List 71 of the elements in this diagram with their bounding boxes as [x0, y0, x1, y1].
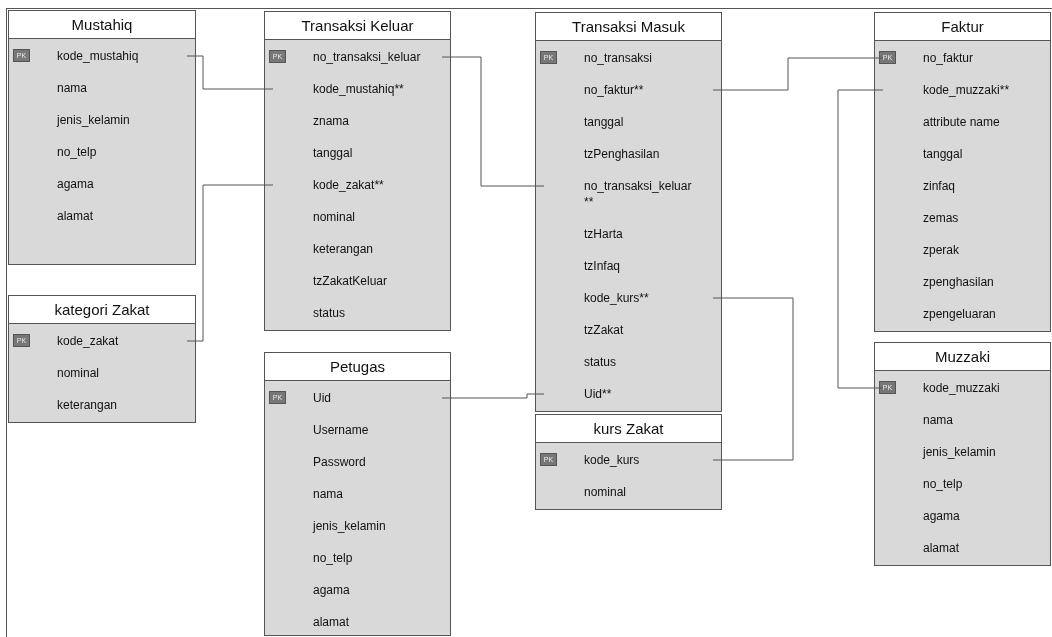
- attribute-name: kode_kurs**: [584, 290, 649, 306]
- attribute-name: no_telp: [313, 550, 353, 566]
- attribute-name: kode_mustahiq**: [313, 81, 404, 97]
- attribute-name: Uid: [313, 390, 331, 406]
- attribute-name: tzPenghasilan: [584, 146, 660, 162]
- attribute-name: alamat: [313, 614, 350, 630]
- attribute-name: no_faktur**: [584, 82, 644, 98]
- attribute-name: tanggal: [313, 145, 353, 161]
- attribute-name: zemas: [923, 210, 959, 226]
- attribute-name: no_telp: [923, 476, 963, 492]
- attribute-name: jenis_kelamin: [57, 112, 130, 128]
- attribute-name: jenis_kelamin: [923, 444, 996, 460]
- attribute-name: tzInfaq: [584, 258, 621, 274]
- entity-table: [535, 414, 722, 510]
- attribute-name: alamat: [923, 540, 960, 556]
- attribute-name: tzHarta: [584, 226, 623, 242]
- attribute-name: no_transaksi: [584, 50, 653, 66]
- attribute-name: keterangan: [57, 397, 118, 413]
- attribute-name: status: [584, 354, 616, 370]
- entity-title: Transaksi Masuk: [536, 13, 721, 41]
- attribute-name: nama: [57, 80, 88, 96]
- entity-title: Transaksi Keluar: [265, 12, 450, 40]
- attribute-name: kode_zakat: [57, 333, 119, 349]
- attribute-name: nominal: [57, 365, 100, 381]
- relationship-line: [441, 56, 545, 187]
- relationship-line: [712, 297, 794, 461]
- attribute-name: tzZakatKeluar: [313, 273, 388, 289]
- attribute-name: kode_zakat**: [313, 177, 384, 193]
- attribute-name: Uid**: [584, 386, 612, 402]
- attribute-name: no_transaksi_keluar: [313, 49, 421, 65]
- attribute-name: znama: [313, 113, 350, 129]
- relationship-line: [712, 57, 884, 91]
- attribute-name: tzZakat: [584, 322, 624, 338]
- attribute-name: keterangan: [313, 241, 374, 257]
- attribute-name: nama: [313, 486, 344, 502]
- relationship-line: [186, 55, 274, 90]
- attribute-name: kode_mustahiq: [57, 48, 139, 64]
- attribute-name: zpengeluaran: [923, 306, 996, 322]
- entity-title: kategori Zakat: [9, 296, 195, 324]
- attribute-name: agama: [923, 508, 960, 524]
- attribute-name: zpenghasilan: [923, 274, 994, 290]
- attribute-name: no_transaksi_keluar **: [584, 178, 693, 210]
- attribute-name: jenis_kelamin: [313, 518, 386, 534]
- attribute-name: agama: [313, 582, 350, 598]
- attribute-name: agama: [57, 176, 94, 192]
- entity-title: Faktur: [875, 13, 1050, 41]
- attribute-name: tanggal: [584, 114, 624, 130]
- attribute-name: no_telp: [57, 144, 97, 160]
- attribute-name: nominal: [584, 484, 627, 500]
- attribute-name: zinfaq: [923, 178, 956, 194]
- attribute-name: zperak: [923, 242, 960, 258]
- attribute-name: kode_kurs: [584, 452, 640, 468]
- attribute-name: attribute name: [923, 114, 1000, 130]
- attribute-name: nominal: [313, 209, 356, 225]
- attribute-name: Username: [313, 422, 369, 438]
- relationship-line: [441, 393, 545, 399]
- entity-title: kurs Zakat: [536, 415, 721, 443]
- attribute-name: kode_muzzaki**: [923, 82, 1010, 98]
- relationship-line: [837, 89, 884, 389]
- attribute-name: nama: [923, 412, 954, 428]
- attribute-name: alamat: [57, 208, 94, 224]
- attribute-name: Password: [313, 454, 366, 470]
- attribute-name: no_faktur: [923, 50, 974, 66]
- entity-title: Petugas: [265, 353, 450, 381]
- entity-title: Mustahiq: [9, 11, 195, 39]
- entity-title: Muzzaki: [875, 343, 1050, 371]
- relationship-line: [186, 184, 274, 342]
- entity-table: [8, 295, 196, 423]
- attribute-name: tanggal: [923, 146, 963, 162]
- attribute-name: kode_muzzaki: [923, 380, 1000, 396]
- attribute-name: status: [313, 305, 345, 321]
